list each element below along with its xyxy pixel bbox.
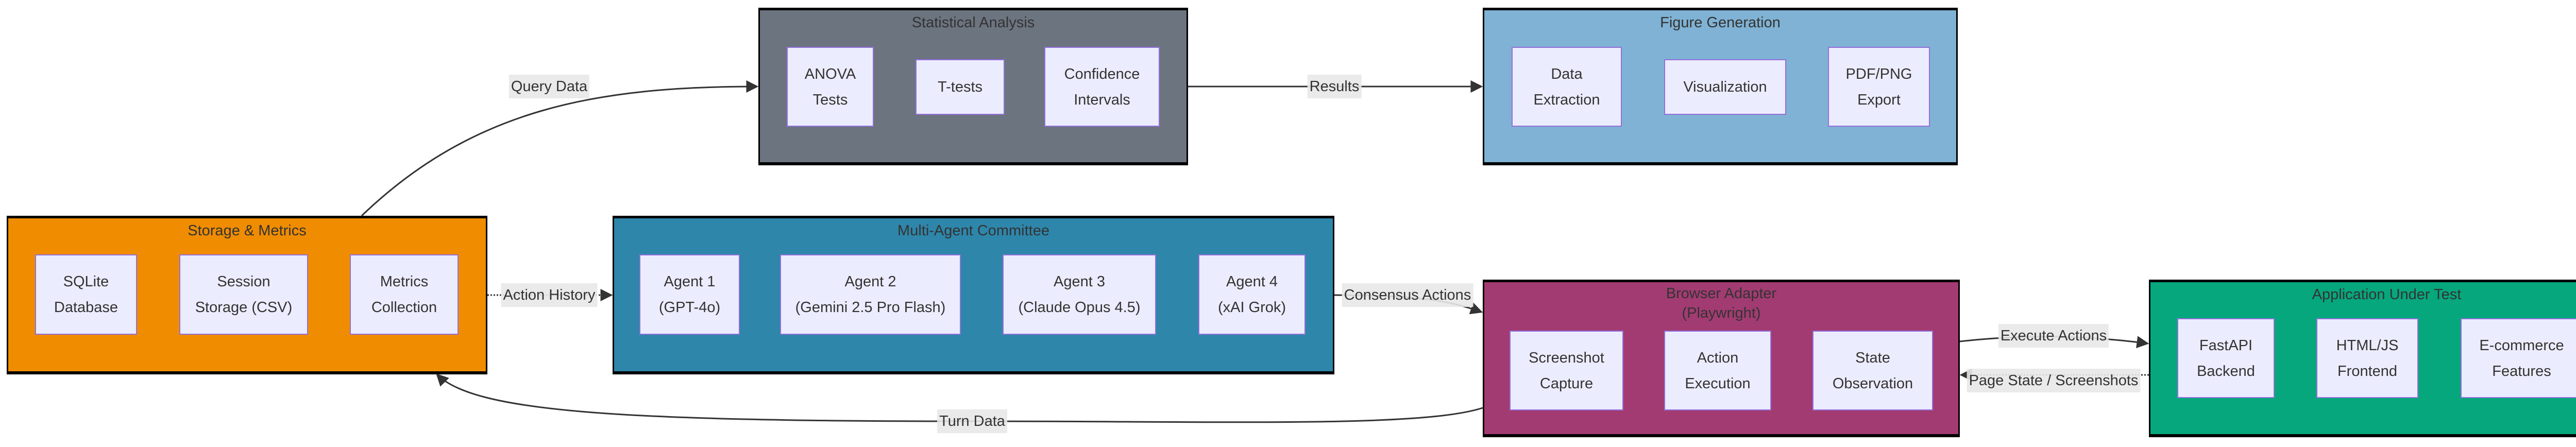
edge-query-data [361,80,759,217]
node-label: Tests [812,91,848,108]
node-label: Frontend [2337,363,2398,380]
node-label: Export [1857,91,1901,108]
edge-label-page-state: Page State / Screenshots [1967,369,2141,392]
node-label: (Gemini 2.5 Pro Flash) [795,299,946,316]
node-label: Action [1697,349,1739,366]
edge-label-action-history: Action History [501,283,598,307]
node-label: Observation [1832,375,1913,392]
node-label: Extraction [1533,91,1600,108]
node-label: Collection [371,299,437,316]
edge-label-results: Results [1307,75,1362,98]
node-label: Session [217,273,270,290]
edge-label-turn-data: Turn Data [937,409,1007,433]
node-label: E-commerce [2479,337,2564,354]
cluster-title: Multi-Agent Committee [897,222,1049,239]
node-agent-2[interactable]: Agent 2 (Gemini 2.5 Pro Flash) [780,254,961,335]
node-label: (xAI Grok) [1217,299,1286,316]
node-agent-4[interactable]: Agent 4 (xAI Grok) [1198,254,1306,335]
node-label: Screenshot [1529,349,1604,366]
node-label: PDF/PNG [1845,65,1912,82]
node-label: Execution [1685,375,1751,392]
node-label: SQLite [63,273,109,290]
node-label: Intervals [1074,91,1130,108]
node-label: (GPT-4o) [658,299,721,316]
edge-label-consensus-actions: Consensus Actions [1342,283,1473,307]
node-pdf-png-export[interactable]: PDF/PNG Export [1828,47,1930,127]
node-agent-3[interactable]: Agent 3 (Claude Opus 4.5) [1003,254,1156,335]
node-agent-1[interactable]: Agent 1 (GPT-4o) [639,254,740,335]
node-fastapi-backend[interactable]: FastAPI Backend [2177,318,2275,398]
node-visualization[interactable]: Visualization [1664,59,1786,115]
node-label: ANOVA [804,65,856,82]
cluster-title: Application Under Test [2312,286,2462,303]
cluster-subtitle: (Playwright) [1682,305,1761,321]
node-label: Confidence [1064,65,1140,82]
cluster-title: Storage & Metrics [188,222,307,239]
node-label: Features [2492,363,2551,380]
node-label: HTML/JS [2336,337,2399,354]
node-label: Data [1551,65,1583,82]
node-anova-tests[interactable]: ANOVA Tests [787,47,874,127]
node-label: (Claude Opus 4.5) [1018,299,1141,316]
node-label: Agent 1 [664,273,716,290]
node-label: T-tests [937,79,982,95]
node-label: FastAPI [2199,337,2253,354]
node-label: Metrics [380,273,429,290]
cluster-title: Statistical Analysis [911,14,1035,31]
cluster-title: Browser Adapter [1666,285,1777,302]
node-label: Visualization [1683,79,1767,95]
node-label: Capture [1539,375,1594,392]
node-label: Backend [2197,363,2255,380]
edge-label-execute-actions: Execute Actions [1998,324,2109,348]
node-label: Storage (CSV) [195,299,293,316]
node-label: State [1855,349,1890,366]
node-html-js-frontend[interactable]: HTML/JS Frontend [2316,318,2418,398]
node-t-tests[interactable]: T-tests [916,59,1005,115]
node-label: Database [54,299,118,316]
edge-label-query-data: Query Data [509,75,590,98]
node-label: Agent 4 [1226,273,1278,290]
cluster-title: Figure Generation [1660,14,1781,31]
node-label: Agent 2 [844,273,896,290]
node-label: Agent 3 [1054,273,1105,290]
